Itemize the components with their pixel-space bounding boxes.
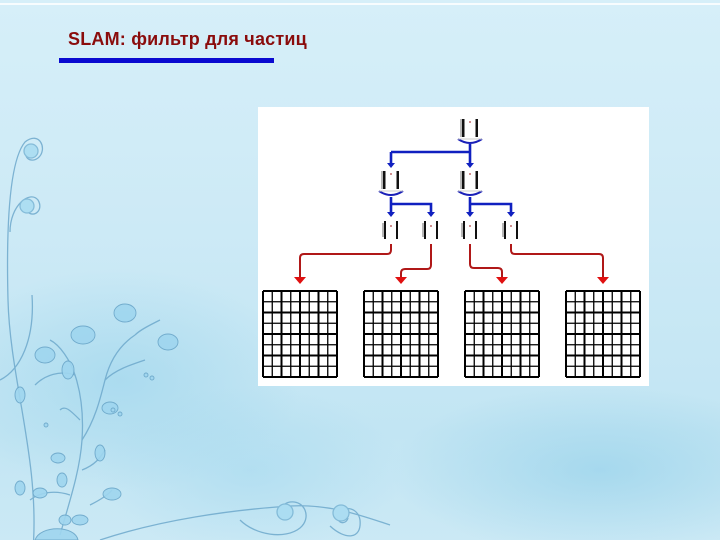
map-arrows — [299, 244, 604, 277]
particle-level3-3 — [461, 221, 477, 239]
particle-level3-1 — [382, 221, 398, 239]
particle-level2-1 — [378, 170, 404, 196]
occupancy-grid-icon — [565, 290, 641, 378]
title-underline — [59, 58, 274, 63]
arrow-down-icon — [294, 277, 609, 284]
occupancy-grid-icon — [262, 290, 338, 378]
occupancy-grid-icon — [363, 290, 439, 378]
arrow-down-icon — [387, 163, 515, 217]
particle-level2-2 — [457, 170, 483, 196]
particle-root — [457, 118, 483, 144]
particle-level3-4 — [502, 221, 518, 239]
particle-filter-diagram — [258, 107, 649, 386]
occupancy-grid-maps — [262, 290, 641, 378]
top-highlight-line — [0, 3, 720, 5]
slide-title: SLAM: фильтр для частиц — [68, 29, 307, 49]
particle-level3-2 — [422, 221, 438, 239]
resampling-arrows — [389, 144, 513, 213]
occupancy-grid-icon — [464, 290, 540, 378]
particle-tree-figure — [262, 118, 641, 378]
